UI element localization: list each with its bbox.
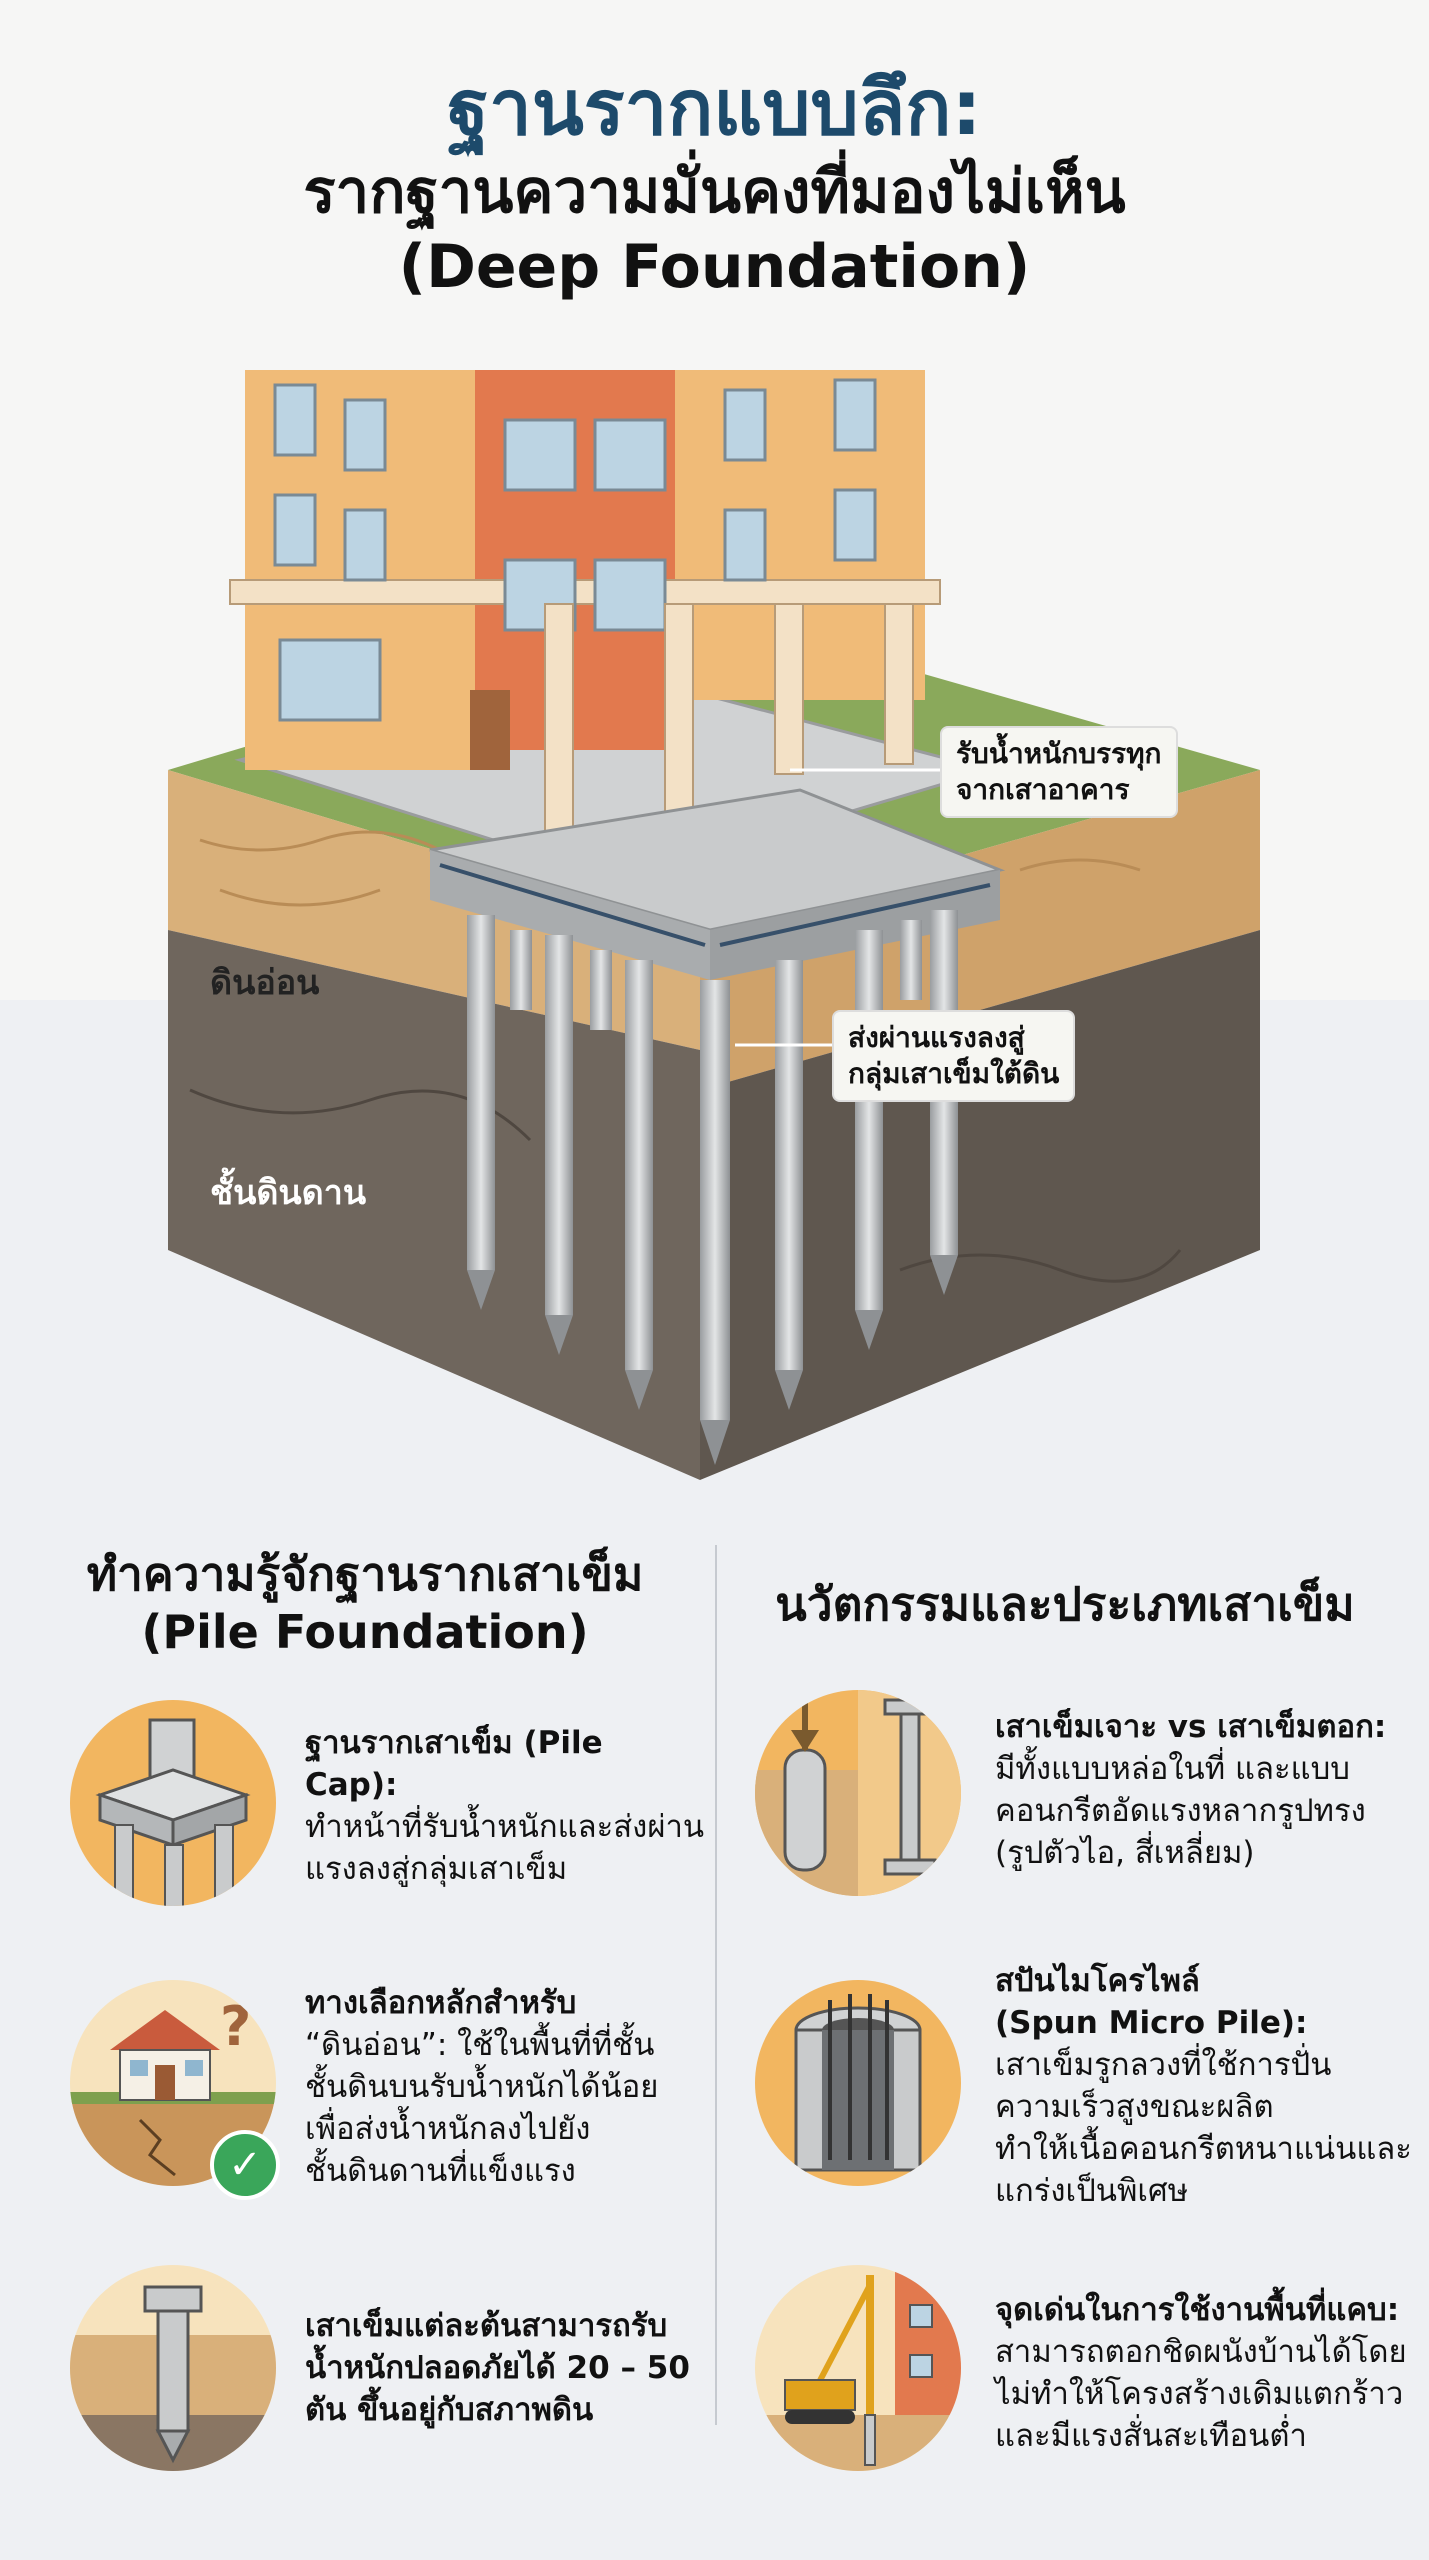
check-icon: ✓	[210, 2130, 280, 2200]
spun-micro-pile-icon	[755, 1980, 961, 2186]
left-item-pile-cap-text: ฐานรากเสาเข็ม (Pile Cap): ทำหน้าที่รับน้…	[305, 1725, 705, 1887]
pile-driving-rig-icon	[755, 2265, 961, 2471]
foundation-cross-section	[168, 370, 1260, 1480]
pile-group	[467, 910, 958, 1465]
bored-vs-driven-pile-icon	[755, 1690, 961, 1896]
soft-soil-label: ดินอ่อน	[210, 963, 320, 1003]
column-divider	[715, 1545, 717, 2425]
left-item-soft-soil: ? ✓ ทางเลือกหลักสำหรับ “ดินอ่อน”: ใช้ในพ…	[70, 1980, 700, 2200]
single-pile-icon	[70, 2265, 276, 2471]
column-load-callout: รับน้ำหนักบรรทุก จากเสาอาคาร	[940, 726, 1178, 818]
hard-soil-label: ชั้นดินดาน	[210, 1173, 367, 1213]
right-item-narrow-site: จุดเด่นในการใช้งานพื้นที่แคบ: สามารถตอกช…	[755, 2265, 1407, 2475]
deep-foundation-diagram: ดินอ่อน ชั้นดินดาน รับน้ำหนักบรรทุก จากเ…	[0, 370, 1429, 1500]
svg-text:?: ?	[220, 1995, 251, 2058]
right-item-bored-vs-driven-text: เสาเข็มเจาะ vs เสาเข็มตอก: มีทั้งแบบหล่อ…	[995, 1709, 1387, 1871]
pile-cap	[429, 788, 1006, 980]
page-title: ฐานรากแบบลึก:	[447, 63, 982, 152]
page-title-english: (Deep Foundation)	[398, 232, 1031, 302]
right-item-spun-micro-pile: สปันไมโครไพล์ (Spun Micro Pile): เสาเข็ม…	[755, 1963, 1412, 2220]
page-subtitle: รากฐานความมั่นคงที่มองไม่เห็น	[303, 157, 1126, 227]
pile-cap-icon	[70, 1700, 276, 1906]
right-item-narrow-site-text: จุดเด่นในการใช้งานพื้นที่แคบ: สามารถตอกช…	[995, 2292, 1407, 2454]
pile-transfer-callout: ส่งผ่านแรงลงสู่ กลุ่มเสาเข็มใต้ดิน	[832, 1010, 1076, 1102]
left-item-single-pile-text: เสาเข็มแต่ละต้นสามารถรับ น้ำหนักปลอดภัยไ…	[305, 2308, 690, 2428]
left-item-single-pile: เสาเข็มแต่ละต้นสามารถรับ น้ำหนักปลอดภัยไ…	[70, 2265, 700, 2475]
building	[229, 370, 941, 865]
page-header: ฐานรากแบบลึก: รากฐานความมั่นคงที่มองไม่เ…	[0, 60, 1429, 306]
left-column-title: ทำความรู้จักฐานรากเสาเข็ม (Pile Foundati…	[86, 1547, 644, 1659]
left-item-soft-soil-text: ทางเลือกหลักสำหรับ “ดินอ่อน”: ใช้ในพื้นท…	[305, 1985, 659, 2189]
right-item-bored-vs-driven: เสาเข็มเจาะ vs เสาเข็มตอก: มีทั้งแบบหล่อ…	[755, 1690, 1405, 1900]
right-item-spun-micro-pile-text: สปันไมโครไพล์ (Spun Micro Pile): เสาเข็ม…	[995, 1963, 1412, 2209]
left-item-pile-cap: ฐานรากเสาเข็ม (Pile Cap): ทำหน้าที่รับน้…	[70, 1700, 704, 1910]
right-column-title: นวัตกรรมและประเภทเสาเข็ม	[775, 1577, 1355, 1631]
